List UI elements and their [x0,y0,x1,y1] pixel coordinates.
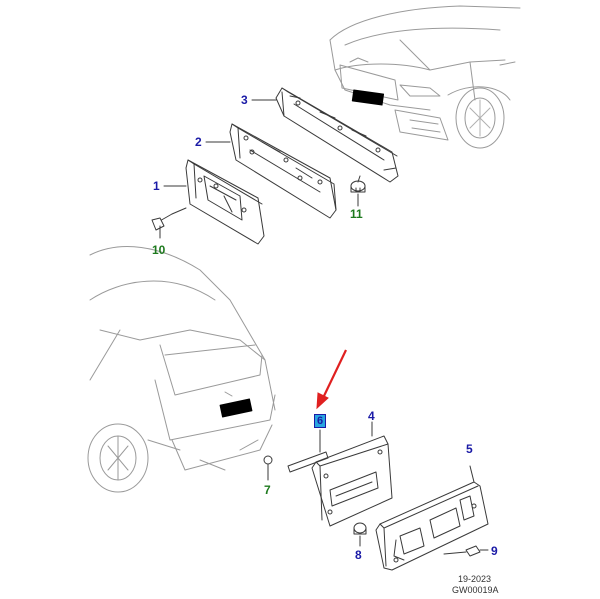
callout-10[interactable]: 10 [152,243,166,257]
fastener-10-screw [151,207,187,239]
diagram-year: 19-2023 [458,574,492,584]
fastener-9-screw [443,545,489,557]
rear-vehicle-illustration [87,246,276,493]
diagram-code: GW00019A [452,585,499,595]
callout-5[interactable]: 5 [466,442,473,456]
front-vehicle-illustration [329,5,521,149]
callout-7[interactable]: 7 [264,483,271,497]
part-4-rear-plate [311,421,393,527]
part-1-front-mount [185,159,265,245]
part-5-rear-bracket [375,465,489,571]
callout-4[interactable]: 4 [368,409,375,423]
callout-9[interactable]: 9 [491,544,498,558]
leader-lines [163,99,277,187]
fastener-11-nut [350,175,366,207]
callout-8[interactable]: 8 [355,548,362,562]
part-6-adhesive-strip [287,429,329,473]
fastener-7-clip [263,455,273,481]
fastener-8-nut [353,522,367,547]
callout-11[interactable]: 11 [350,207,363,221]
callout-6-selected[interactable]: 6 [314,414,327,428]
callout-2[interactable]: 2 [195,135,202,149]
callout-3[interactable]: 3 [241,93,248,107]
pointer-arrow [316,349,347,410]
callout-1[interactable]: 1 [153,179,160,193]
part-2-front-plate [229,123,337,219]
part-3-front-bracket [275,87,399,183]
